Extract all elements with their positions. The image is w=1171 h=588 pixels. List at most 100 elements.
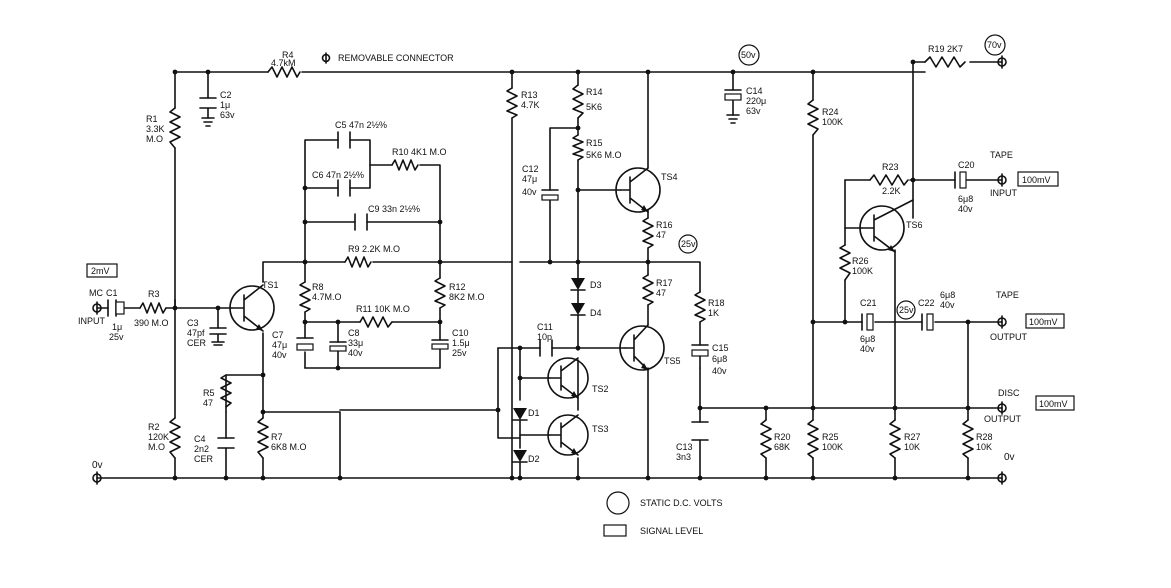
label-r2: R2 <box>148 422 160 432</box>
label-d3: D3 <box>590 280 602 290</box>
capacitor-c4 <box>217 437 235 449</box>
legend-static-dc-volts: STATIC D.C. VOLTS <box>640 498 723 508</box>
capacitor-c12 <box>541 189 559 201</box>
resistor-r10 <box>391 159 419 171</box>
legend <box>603 491 630 537</box>
label-c20-voltage: 40v <box>958 204 973 214</box>
label-c14: C14 <box>746 86 763 96</box>
label-r9: R9 2.2K M.O <box>348 244 400 254</box>
label-c15: C15 <box>712 343 729 353</box>
label-mc: MC <box>89 288 103 298</box>
capacitor-c5 <box>337 131 351 149</box>
label-tape-in-2: INPUT <box>990 188 1018 198</box>
label-r15a-value: 5K6 M.O <box>586 150 622 160</box>
resistor-r13 <box>506 87 518 119</box>
label-r14: R14 <box>586 87 603 97</box>
label-tape-in-1: TAPE <box>990 150 1013 160</box>
label-r13-value: 4.7K <box>521 100 540 110</box>
label-c1: C1 <box>106 288 118 298</box>
resistor-r1 <box>169 107 181 149</box>
label-c22-value: 6μ8 <box>940 290 955 300</box>
label-r7: R7 <box>271 432 283 442</box>
diodes <box>512 278 586 463</box>
label-r15a: R15 <box>586 138 603 148</box>
label-r23-value: 2.2K <box>882 186 901 196</box>
voltage-25v-ts6: 25v <box>899 305 914 315</box>
label-r2-value: 120K <box>148 432 169 442</box>
capacitor-c3 <box>209 327 227 346</box>
terminal-ground-left <box>92 471 102 485</box>
label-c12-voltage: 40v <box>522 187 537 197</box>
label-disc-out-1: DISC <box>998 388 1020 398</box>
label-tape-out-2: OUTPUT <box>990 332 1028 342</box>
label-c10: C10 <box>452 328 469 338</box>
label-c22-voltage: 40v <box>940 300 955 310</box>
label-r24: R24 <box>822 107 839 117</box>
label-r12: R12 <box>449 282 466 292</box>
resistor-r8 <box>299 281 311 313</box>
resistor-r27 <box>889 419 901 459</box>
label-r12-value: 8K2 M.O <box>449 292 485 302</box>
capacitor-c13 <box>691 421 709 441</box>
label-r1: R1 <box>146 114 158 124</box>
resistor-r18 <box>694 291 706 323</box>
label-c3: C3 <box>187 318 199 328</box>
resistor-r5 <box>220 374 232 408</box>
voltage-25v-ts5: 25v <box>681 239 696 249</box>
label-r19: R19 2K7 <box>928 44 963 54</box>
voltage-labels: 50v 70v 25v 25v <box>681 40 1002 315</box>
label-ts3: TS3 <box>592 424 609 434</box>
label-c14-value: 220μ <box>746 96 766 106</box>
label-0v-right: 0v <box>1004 452 1015 463</box>
signal-tape-in-level: 100mV <box>1022 175 1051 185</box>
label-r24-value: 100K <box>822 117 843 127</box>
label-r11: R11 10K M.O <box>356 304 410 314</box>
label-c20-value: 6μ8 <box>958 194 973 204</box>
label-r16-value: 47 <box>656 230 666 240</box>
label-c14-voltage: 63v <box>746 106 761 116</box>
label-r1-suffix: M.O <box>146 134 163 144</box>
label-c7-value: 47μ <box>272 340 287 350</box>
resistor-r20 <box>760 419 772 459</box>
component-labels: R4 4.7kM REMOVABLE CONNECTOR R1 3.3K M.O… <box>78 44 1028 471</box>
label-c4-suffix: CER <box>194 454 214 464</box>
resistor-r14 <box>572 84 584 119</box>
dc-voltage-markers <box>678 34 1006 320</box>
diode-d1 <box>512 408 528 421</box>
label-disc-out-2: OUTPUT <box>984 414 1022 424</box>
label-ts2: TS2 <box>592 384 609 394</box>
label-d4: D4 <box>590 308 602 318</box>
label-c7-voltage: 40v <box>272 350 287 360</box>
transistor-ts5 <box>619 324 665 371</box>
capacitor-c15 <box>691 344 709 369</box>
label-r5: R5 <box>203 388 215 398</box>
label-r10: R10 4K1 M.O <box>392 147 447 157</box>
label-c11: C11 <box>537 322 553 332</box>
resistor-r2 <box>169 417 181 459</box>
terminal-tape-input <box>997 173 1007 187</box>
resistor-r17 <box>642 274 654 306</box>
label-r17: R17 <box>656 278 673 288</box>
label-c5: C5 47n 2½% <box>335 120 387 130</box>
voltage-70v: 70v <box>987 40 1002 50</box>
capacitors <box>107 89 967 449</box>
capacitor-c8 <box>329 341 347 352</box>
resistor-r9 <box>344 256 372 268</box>
label-c1-value: 1μ <box>112 322 122 332</box>
legend-signal-level: SIGNAL LEVEL <box>640 526 703 536</box>
capacitor-c11 <box>539 339 553 357</box>
label-c1-voltage: 25v <box>109 332 124 342</box>
transistor-ts4 <box>615 167 661 213</box>
terminals <box>92 52 1007 485</box>
label-c12-value: 47μ <box>522 174 537 184</box>
label-r26-value: 100K <box>852 266 873 276</box>
legend-text: STATIC D.C. VOLTS SIGNAL LEVEL <box>640 498 723 536</box>
label-c22: C22 <box>918 298 935 308</box>
label-c2-value: 1μ <box>220 100 230 110</box>
terminal-tape-output <box>997 315 1007 329</box>
label-c11-value: 10p <box>537 332 552 342</box>
resistor-r15a <box>572 134 584 161</box>
label-r3-value: 390 M.O <box>134 318 169 328</box>
label-removable-connector: REMOVABLE CONNECTOR <box>338 53 454 63</box>
